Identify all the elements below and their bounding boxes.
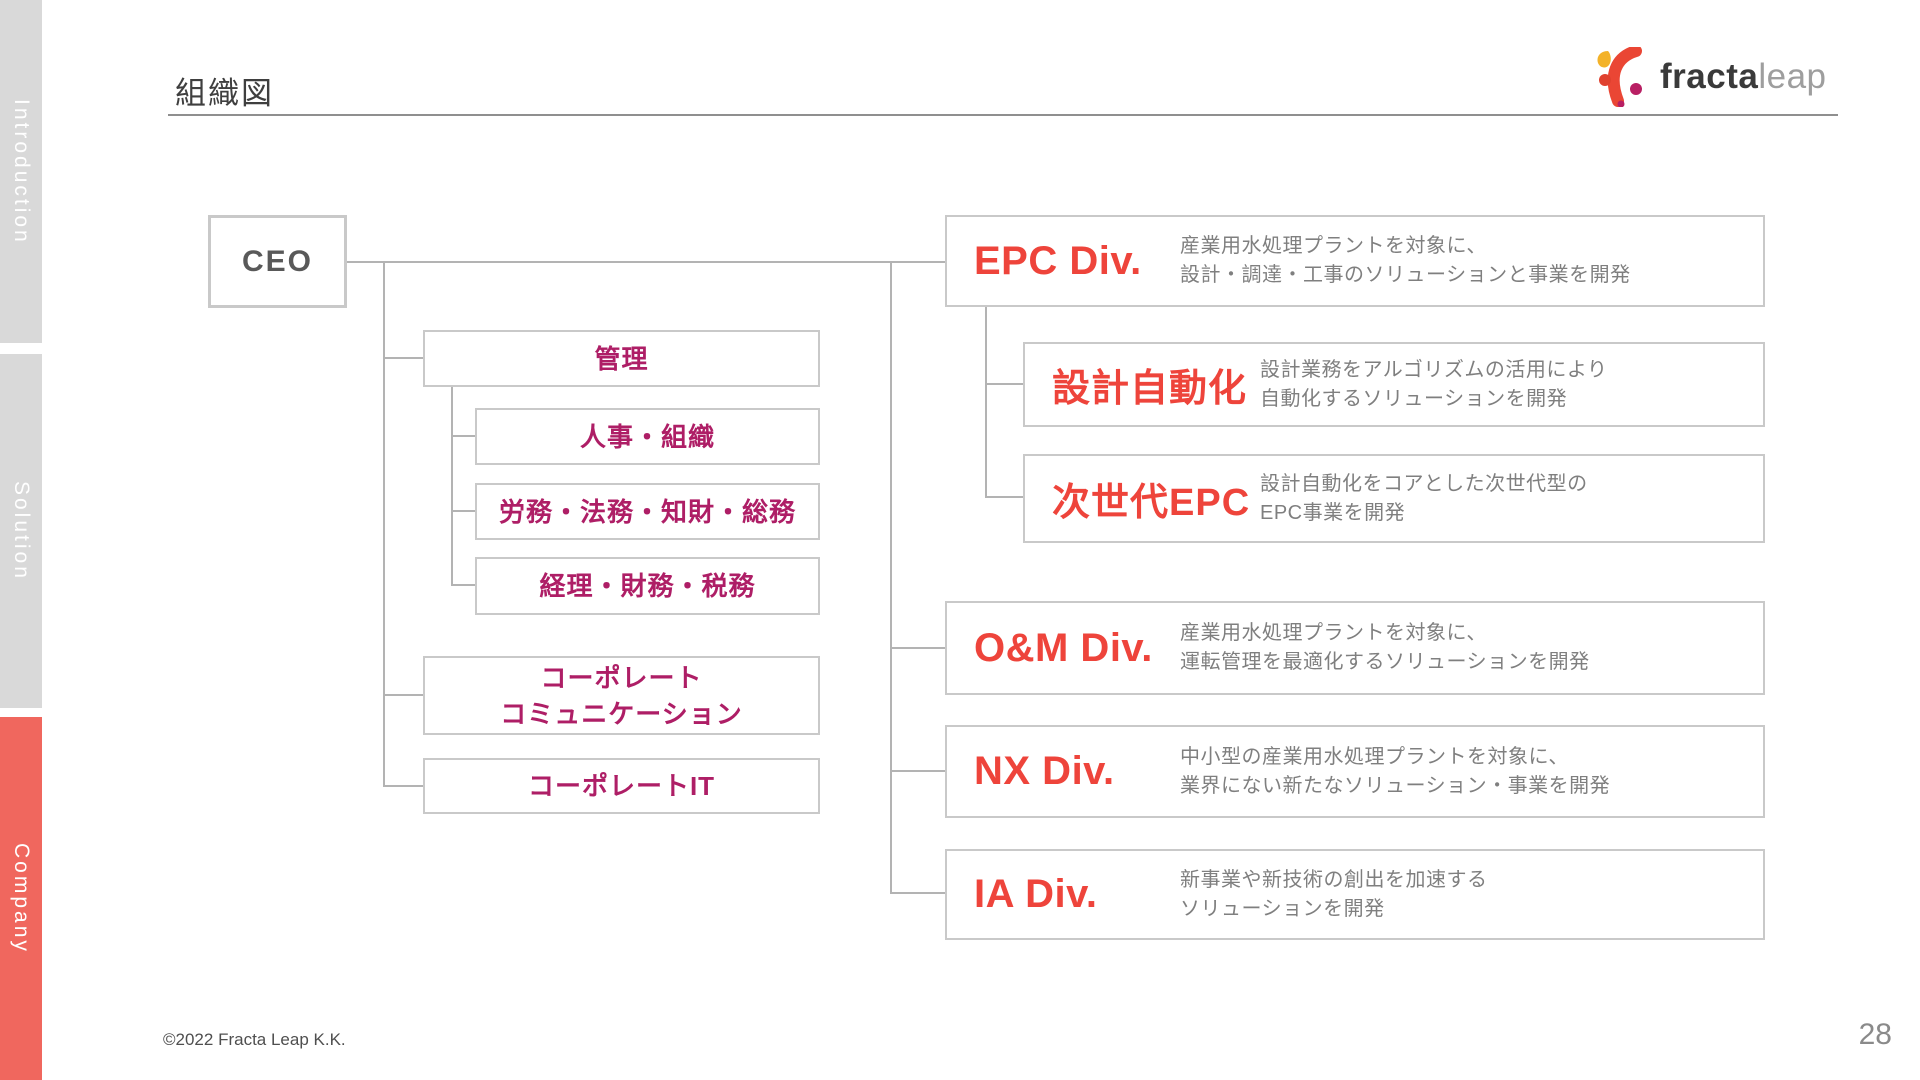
org-node-ia-division: IA Div. 新事業や新技術の創出を加速する ソリューションを開発 [945,849,1765,940]
connector-stub-finance [451,584,475,586]
org-node-label: 管理 [594,343,649,374]
division-description: 設計自動化をコアとした次世代型の EPC事業を開発 [1260,456,1588,541]
logo-text-fracta: fracta [1660,57,1759,96]
division-description: 新事業や新技術の創出を加速する ソリューションを開発 [1180,851,1488,938]
sidebar-item-label: Introduction [10,98,33,245]
division-description: 産業用水処理プラントを対象に、 運転管理を最適化するソリューションを開発 [1180,603,1590,693]
org-node-ceo: CEO [208,215,347,308]
division-description-line1: 中小型の産業用水処理プラントを対象に、 [1180,745,1569,768]
connector-stub-ia [890,892,945,894]
division-description: 設計業務をアルゴリズムの活用により 自動化するソリューションを開発 [1260,344,1608,425]
org-node-corporate-it: コーポレートIT [423,758,820,814]
connector-epc-trunk [985,307,987,498]
connector-stub-nextgen [985,496,1023,498]
org-node-design-automation: 設計自動化 設計業務をアルゴリズムの活用により 自動化するソリューションを開発 [1023,342,1765,427]
page-title: 組織図 [175,76,274,111]
connector-stub-legal [451,510,475,512]
connector-stub-management [383,357,423,359]
division-description-line1: 設計業務をアルゴリズムの活用により [1260,358,1608,381]
division-description-line2: 業界にない新たなソリューション・事業を開発 [1180,774,1611,797]
fractaleap-swoosh-icon [1597,47,1642,107]
org-node-labor-legal-ip-ga: 労務・法務・知財・総務 [475,483,820,540]
division-name: IA Div. [974,872,1098,916]
org-node-epc-division: EPC Div. 産業用水処理プラントを対象に、 設計・調達・工事のソリューショ… [945,215,1765,307]
connector-stub-design [985,383,1023,385]
org-node-management: 管理 [423,330,820,387]
division-description-line1: 産業用水処理プラントを対象に、 [1180,622,1487,644]
division-description: 中小型の産業用水処理プラントを対象に、 業界にない新たなソリューション・事業を開… [1180,727,1610,816]
division-name: 設計自動化 [1052,368,1248,410]
org-node-label: 人事・組織 [579,421,715,452]
org-node-corporate-communication: コーポレート コミュニケーション [423,656,820,735]
connector-right-trunk [890,261,892,894]
connector-stub-om [890,647,945,649]
division-name: EPC Div. [974,238,1142,283]
logo-wordmark: fractaleap [1660,57,1827,97]
division-description: 産業用水処理プラントを対象に、 設計・調達・工事のソリューションと事業を開発 [1180,217,1631,305]
org-node-next-gen-epc: 次世代EPC 設計自動化をコアとした次世代型の EPC事業を開発 [1023,454,1765,543]
division-description-line2: ソリューションを開発 [1180,897,1385,920]
sidebar-item-label: Solution [10,481,33,581]
org-node-label: 労務・法務・知財・総務 [498,496,796,527]
connector-stub-hr [451,435,475,437]
division-name: 次世代EPC [1052,482,1251,524]
division-name: O&M Div. [974,625,1153,670]
division-description-line1: 産業用水処理プラントを対象に、 [1180,235,1487,257]
org-node-label: CEO [241,244,313,278]
sidebar-item-solution[interactable]: Solution [0,354,42,708]
connector-management-trunk [451,387,453,586]
title-underline [168,114,1838,116]
division-name: NX Div. [974,749,1115,793]
connector-stub-corpcomm [383,694,423,696]
sidebar-item-company[interactable]: Company [0,717,42,1080]
division-description-line1: 設計自動化をコアとした次世代型の [1260,472,1588,495]
page-number: 28 [1858,1018,1892,1051]
org-node-label-line1: コーポレート [540,662,703,693]
org-node-hr-organization: 人事・組織 [475,408,820,465]
connector-left-trunk [383,261,385,787]
connector-stub-nx [890,770,945,772]
org-node-label: コーポレートIT [527,771,716,801]
connector-ceo-main [347,261,945,263]
company-logo: fractaleap [1592,46,1827,108]
org-node-label: 経理・財務・税務 [539,571,756,601]
org-node-om-division: O&M Div. 産業用水処理プラントを対象に、 運転管理を最適化するソリューシ… [945,601,1765,695]
division-description-line2: 設計・調達・工事のソリューションと事業を開発 [1180,264,1631,286]
division-description-line2: EPC事業を開発 [1260,501,1406,524]
org-node-label-line2: コミュニケーション [500,698,743,729]
copyright-text: ©2022 Fracta Leap K.K. [163,1030,346,1049]
division-description-line2: 運転管理を最適化するソリューションを開発 [1180,651,1590,673]
connector-stub-corpit [383,785,423,787]
sidebar-item-introduction[interactable]: Introduction [0,0,42,343]
org-node-accounting-finance-tax: 経理・財務・税務 [475,557,820,615]
logo-text-leap: leap [1758,57,1827,96]
org-node-nx-division: NX Div. 中小型の産業用水処理プラントを対象に、 業界にない新たなソリュー… [945,725,1765,818]
division-description-line1: 新事業や新技術の創出を加速する [1180,868,1488,891]
sidebar-item-label: Company [10,843,33,954]
division-description-line2: 自動化するソリューションを開発 [1260,387,1568,410]
